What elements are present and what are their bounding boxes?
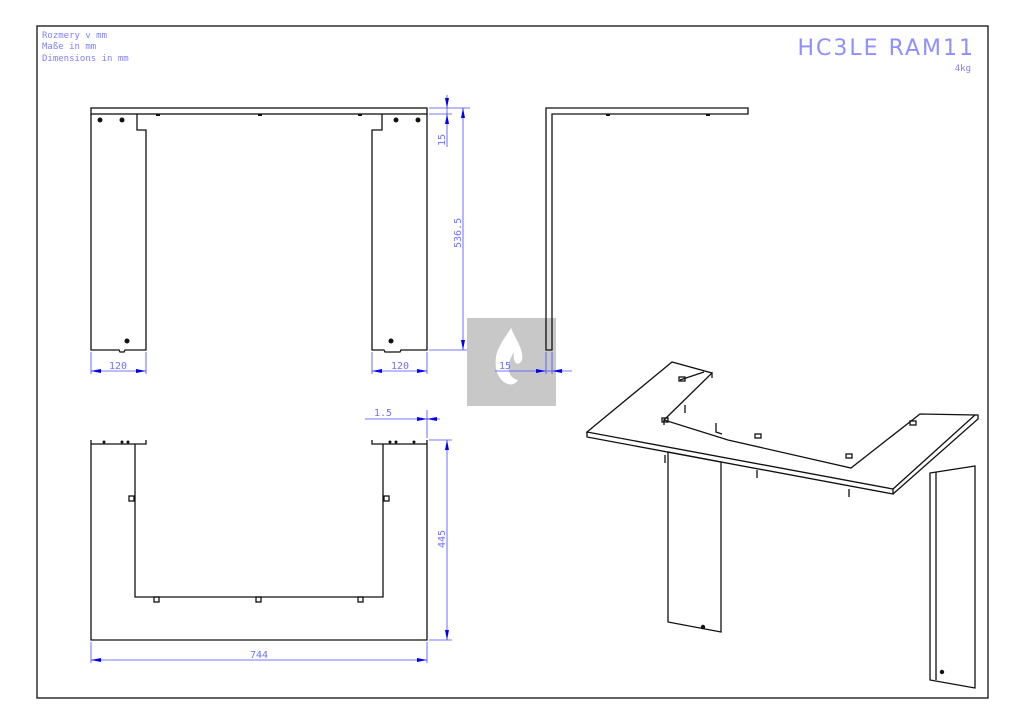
note-german: Maße in mm [42, 42, 96, 52]
front-view [90, 107, 428, 353]
dim-width: 744 [250, 650, 268, 661]
dim-height: 536.5 [453, 218, 464, 248]
isometric-view [585, 361, 979, 689]
flame-logo-watermark [467, 318, 556, 406]
front-dimensions: 120 120 15 536.5 [90, 95, 470, 374]
bottom-view [90, 440, 428, 641]
drawing-title: HC3LE RAM11 [798, 36, 975, 61]
side-view: 15 [495, 107, 749, 374]
dim-top-thickness: 15 [437, 134, 448, 146]
drawing-border [36, 25, 989, 699]
dim-right-width: 120 [391, 361, 409, 372]
dim-left-width: 120 [109, 361, 127, 372]
note-slovak: Rozmery v mm [42, 31, 107, 41]
dim-offset: 1.5 [374, 408, 392, 419]
note-english: Dimensions in mm [42, 54, 129, 64]
dim-side-thickness: 15 [499, 361, 511, 372]
bottom-dimensions: 1.5 445 744 [90, 408, 452, 663]
dim-depth: 445 [437, 530, 448, 548]
weight-label: 4kg [955, 64, 971, 74]
